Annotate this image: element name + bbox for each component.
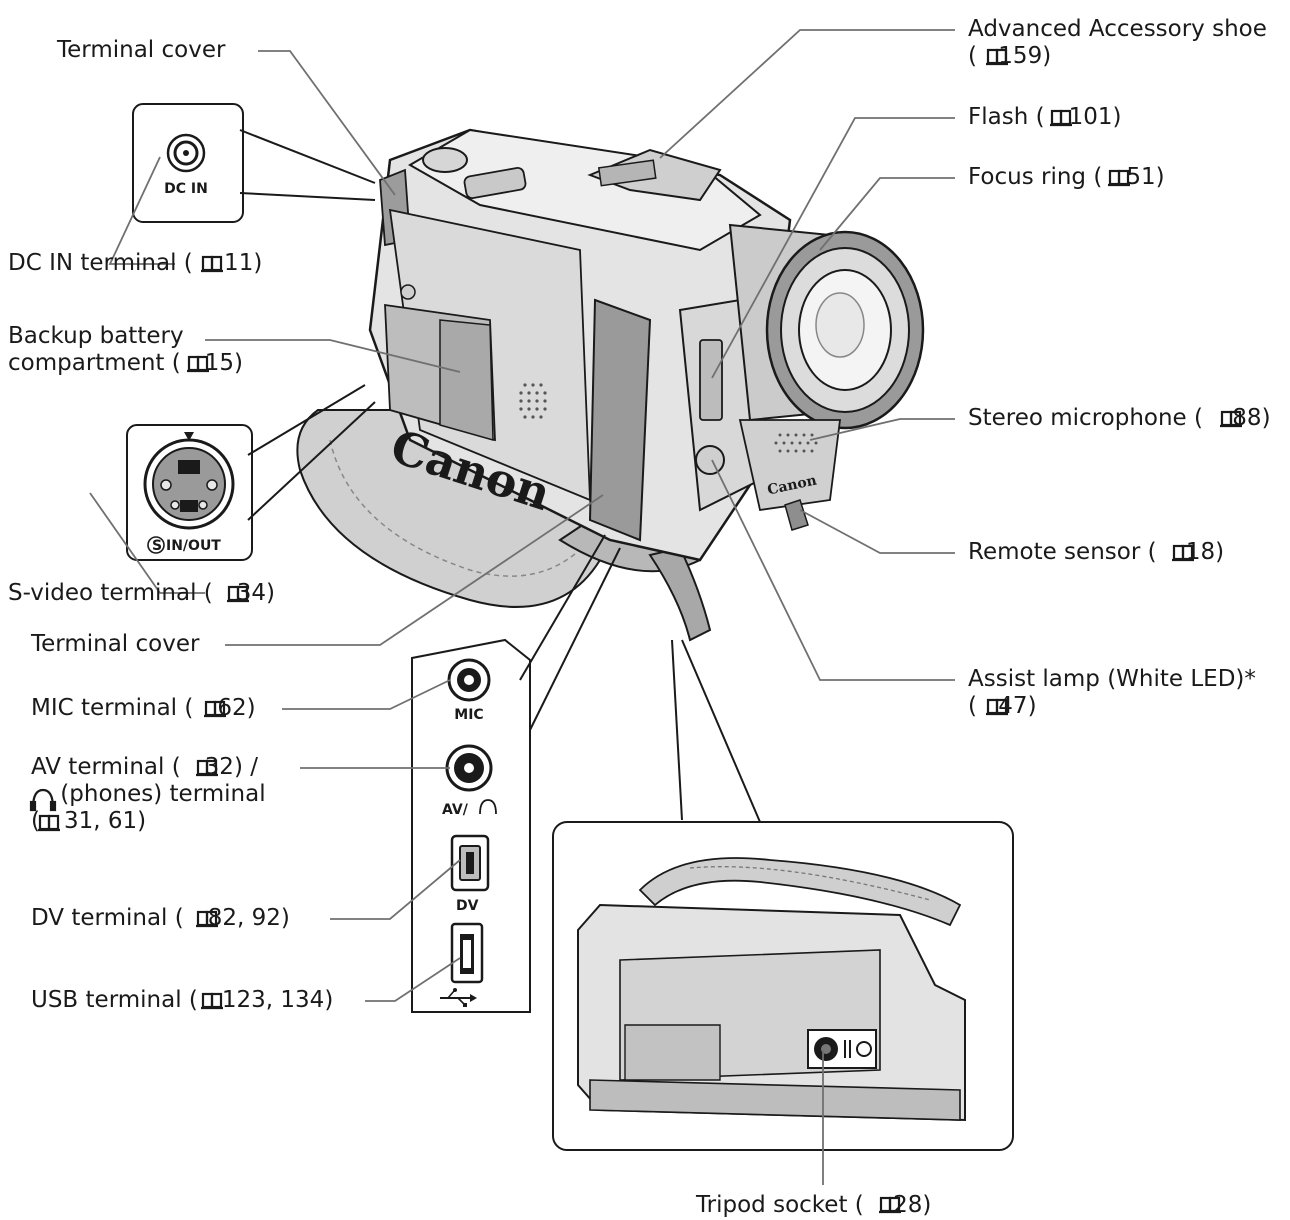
stereo-mic-label: Stereo microphone ( 88) bbox=[968, 405, 1271, 432]
av-line1: AV terminal ( bbox=[31, 754, 181, 780]
s-video-port-label: IN/OUT bbox=[166, 538, 221, 554]
usb-text: USB terminal ( bbox=[31, 987, 198, 1013]
focus-ring-label: Focus ring ( 51) bbox=[968, 164, 1165, 191]
bottom-view-inset bbox=[552, 639, 1014, 1151]
leader-lines bbox=[89, 29, 955, 1185]
av-line3-page: 31, 61) bbox=[63, 808, 147, 834]
av-terminal-label: AV terminal ( 32) / (phones) terminal (31… bbox=[31, 754, 266, 835]
backup-battery-label: Backup battery compartment ( 15) bbox=[8, 323, 243, 377]
dv-port-label: DV bbox=[456, 898, 479, 914]
flash-text: Flash ( bbox=[968, 104, 1045, 130]
dc-in-terminal-label: DC IN terminal ( 11) bbox=[8, 250, 262, 277]
terminal-cover-bottom-label: Terminal cover bbox=[31, 631, 200, 657]
advanced-shoe-open: ( bbox=[968, 43, 985, 69]
dv-text: DV terminal ( bbox=[31, 905, 184, 931]
dc-in-inset bbox=[132, 103, 376, 223]
advanced-shoe-line1: Advanced Accessory shoe bbox=[968, 16, 1267, 42]
flash-label: Flash ( 101) bbox=[968, 104, 1121, 131]
remote-sensor-text: Remote sensor ( bbox=[968, 539, 1164, 565]
av-line2: (phones) terminal bbox=[53, 781, 266, 807]
mic-text: MIC terminal ( bbox=[31, 695, 194, 721]
usb-terminal-label: USB terminal ( 123, 134) bbox=[31, 987, 333, 1014]
remote-sensor-label: Remote sensor ( 18) bbox=[968, 539, 1224, 566]
headphones-icon bbox=[29, 788, 57, 812]
flash-page: 101) bbox=[1068, 104, 1122, 130]
av-line1-page: 32) / bbox=[204, 754, 258, 780]
s-video-page: 34) bbox=[236, 580, 276, 606]
terminal-cover-top-label: Terminal cover bbox=[57, 37, 226, 63]
mic-page: 62) bbox=[217, 695, 256, 721]
stereo-mic-page: 88) bbox=[1232, 405, 1271, 431]
advanced-shoe-page: 159) bbox=[998, 43, 1052, 69]
assist-lamp-page: 47) bbox=[998, 693, 1037, 719]
backup-battery-line2: compartment ( bbox=[8, 350, 181, 376]
focus-ring-page: 51) bbox=[1126, 164, 1165, 190]
dv-terminal-label: DV terminal ( 82, 92) bbox=[31, 905, 290, 932]
tripod-socket-label: Tripod socket ( 28) bbox=[696, 1192, 931, 1219]
s-video-mark: S bbox=[152, 538, 162, 554]
headphones-icon bbox=[479, 799, 497, 815]
backup-battery-page: 15) bbox=[204, 350, 243, 376]
advanced-shoe-label: Advanced Accessory shoe ( 159) bbox=[968, 16, 1267, 70]
usb-icon bbox=[440, 988, 477, 1007]
s-video-text: S-video terminal ( bbox=[8, 580, 213, 606]
av-line3-open: ( bbox=[31, 808, 40, 834]
av-port-label: AV/ bbox=[442, 802, 469, 818]
focus-ring-text: Focus ring ( bbox=[968, 164, 1103, 190]
stereo-mic-text: Stereo microphone ( bbox=[968, 405, 1211, 431]
backup-battery-line1: Backup battery bbox=[8, 323, 184, 349]
s-video-terminal-label: S-video terminal ( 34) bbox=[8, 580, 275, 607]
tripod-socket-page: 28) bbox=[893, 1192, 932, 1218]
dc-in-page: 11) bbox=[216, 250, 263, 276]
usb-page: 123, 134) bbox=[221, 987, 334, 1013]
mic-port-label: MIC bbox=[454, 707, 483, 723]
dv-page: 82, 92) bbox=[207, 905, 290, 931]
assist-lamp-label: Assist lamp (White LED)* ( 47) bbox=[968, 666, 1256, 720]
s-video-inset bbox=[126, 384, 376, 561]
tripod-socket-text: Tripod socket ( bbox=[696, 1192, 872, 1218]
dc-in-port-label: DC IN bbox=[164, 181, 208, 197]
assist-lamp-line1: Assist lamp (White LED)* bbox=[968, 666, 1256, 692]
mic-terminal-label: MIC terminal ( 62) bbox=[31, 695, 256, 722]
remote-sensor-page: 18) bbox=[1185, 539, 1225, 565]
assist-lamp-open: ( bbox=[968, 693, 985, 719]
dc-in-text: DC IN terminal ( bbox=[8, 250, 193, 276]
camcorder-body: Canon Canon bbox=[296, 128, 925, 642]
